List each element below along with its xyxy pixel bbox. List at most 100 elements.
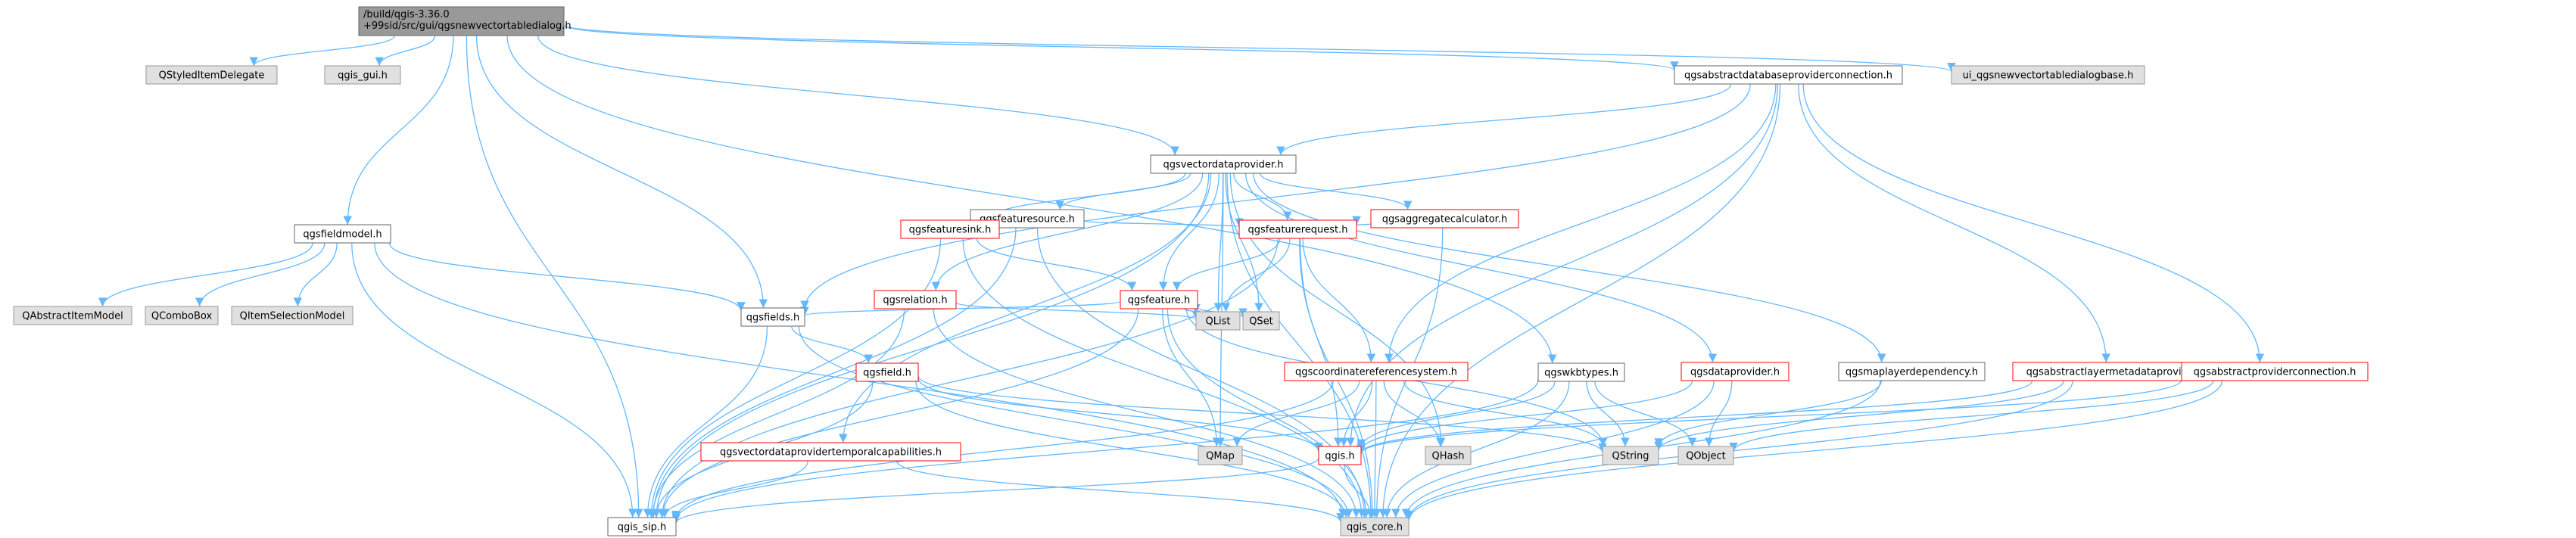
node-qgscoordinatereferencesystem[interactable]: qgscoordinatereferencesystem.h: [1284, 362, 1469, 381]
edge-qgsfieldmodel-to-qgsfields: [388, 242, 746, 312]
edge-qgsaggregatecalculator-to-qgsfeaturerequest: [1352, 216, 1372, 226]
node-qcombobox: QComboBox: [145, 306, 219, 325]
node-box-qgis: [1318, 446, 1362, 465]
node-label-root: /build/qgis-3.36.0: [363, 9, 450, 20]
node-qgsvectordataprovider[interactable]: qgsvectordataprovider.h: [1150, 154, 1297, 174]
edge-qgsfeaturesource-to-qgis_sip: [649, 227, 1017, 518]
node-box-qgscoordinatereferencesystem: [1284, 362, 1469, 381]
node-qgsrelation[interactable]: qgsrelation.h: [874, 290, 957, 309]
edge-qgsabstractlayermetadataprovider-to-qstring: [1654, 380, 2064, 451]
edge-qgsfieldmodel-to-qabstractitemmodel: [98, 242, 313, 307]
edge-qgsfeature-to-qgsfields: [800, 300, 1121, 316]
node-label-qgsvectordataprovider: qgsvectordataprovider.h: [1163, 160, 1284, 171]
node-box-qgsvectordataprovider: [1150, 154, 1297, 174]
edge-qgsabstractdatabaseproviderconnection-to-qgsabstractproviderconnection: [1802, 83, 2265, 363]
node-qmap: QMap: [1198, 446, 1243, 465]
node-box-qmap: [1198, 446, 1243, 465]
edge-qgsvectordataprovider-to-qgis_core: [1226, 173, 1375, 518]
edge-root-to-qgsabstractdatabaseproviderconnection: [563, 24, 1679, 71]
node-qgsfeature[interactable]: qgsfeature.h: [1120, 290, 1198, 309]
edge-qgsvectordataprovider-to-qset: [1225, 173, 1263, 313]
edge-qgsfeature-to-qgis_sip: [658, 308, 1139, 518]
node-ui_qgsnewvectortabledialogbase: ui_qgsnewvectortabledialogbase.h: [1951, 65, 2145, 85]
node-qstring: QString: [1602, 446, 1659, 465]
node-label-qcombobox: QComboBox: [151, 311, 213, 322]
node-qgis_core: qgis_core.h: [1340, 517, 1409, 536]
edge-qgsfeaturerequest-to-qgsfeature: [1172, 238, 1281, 291]
node-qgsfeaturesink[interactable]: qgsfeaturesink.h: [900, 219, 1000, 239]
node-label-qgsfeaturesink: qgsfeaturesink.h: [909, 225, 992, 236]
node-label-qgis: qgis.h: [1325, 451, 1354, 462]
edge-qgsdataprovider-to-qobject: [1704, 380, 1733, 447]
node-box-ui_qgsnewvectortabledialogbase: [1951, 65, 2145, 85]
node-qgsmaplayerdependency[interactable]: qgsmaplayerdependency.h: [1838, 362, 1986, 381]
edge-qgsfeaturesource-to-qgsfeaturerequest: [1083, 217, 1244, 228]
edge-qgsfeature-to-qgis_core: [1167, 308, 1371, 518]
edge-qgsfield-to-qgis_core: [915, 381, 1350, 518]
node-box-qgis_sip: [607, 517, 677, 536]
edge-qgsabstractdatabaseproviderconnection-to-qgsabstractlayermetadataprovider: [1798, 83, 2111, 363]
edge-qgsfieldmodel-to-qitemselectionmodel: [293, 242, 338, 307]
edge-qgsfeaturerequest-to-qgscoordinatereferencesystem: [1302, 238, 1376, 363]
node-qgis[interactable]: qgis.h: [1318, 446, 1362, 465]
edge-qgswkbtypes-to-qgis_core: [1382, 381, 1570, 518]
node-qgsabstractproviderconnection[interactable]: qgsabstractproviderconnection.h: [2181, 362, 2369, 381]
node-label-qgsrelation: qgsrelation.h: [883, 295, 947, 306]
node-qgis_sip[interactable]: qgis_sip.h: [607, 517, 677, 536]
node-label-qhash: QHash: [1432, 451, 1465, 462]
node-label-qset: QSet: [1249, 316, 1273, 328]
node-box-qgsabstractproviderconnection: [2181, 362, 2369, 381]
edge-qgsfields-to-qgis_core: [798, 325, 1353, 518]
node-qgsfieldmodel[interactable]: qgsfieldmodel.h: [294, 224, 391, 244]
node-qgsaggregatecalculator[interactable]: qgsaggregatecalculator.h: [1370, 209, 1519, 229]
node-box-qgsfields: [740, 307, 805, 327]
node-qgswkbtypes[interactable]: qgswkbtypes.h: [1537, 362, 1625, 382]
node-qgsfeaturerequest[interactable]: qgsfeaturerequest.h: [1238, 219, 1357, 239]
edge-qgsfeaturesink-to-qgis_core: [962, 238, 1366, 518]
node-box-qgis_gui: [324, 65, 401, 85]
edge-qgsabstractdatabaseproviderconnection-to-qgscoordinatereferencesystem: [1384, 83, 1777, 363]
edge-qgsabstractdatabaseproviderconnection-to-qgis_core: [1378, 83, 1781, 518]
edge-qgsvectordataprovider-to-qgsaggregatecalculator: [1260, 173, 1413, 210]
node-box-qabstractitemmodel: [13, 306, 132, 325]
edge-qgsrelation-to-qgis_sip: [648, 308, 905, 518]
edge-qgsmaplayerdependency-to-qstring: [1654, 380, 1882, 448]
node-box-qstyleditemdelegate: [145, 65, 278, 85]
edge-qgsvectordataprovidertemporalcapabilities-to-qgis_core: [896, 460, 1345, 523]
node-label-qmap: QMap: [1206, 451, 1235, 462]
node-qgsdataprovider[interactable]: qgsdataprovider.h: [1680, 362, 1789, 381]
node-qgsabstractdatabaseproviderconnection[interactable]: qgsabstractdatabaseproviderconnection.h: [1674, 65, 1903, 85]
edge-qgsabstractdatabaseproviderconnection-to-qgis: [1346, 83, 1779, 447]
node-label-root: +99sid/src/gui/qgsnewvectortabledialog.h: [363, 20, 572, 32]
edge-qgsfield-to-qstring: [917, 375, 1607, 453]
node-label-qgsfeature: qgsfeature.h: [1128, 295, 1191, 306]
edge-qgsfeature-to-qmap: [1162, 308, 1222, 447]
node-label-qlist: QList: [1206, 316, 1231, 328]
dependency-nodes: /build/qgis-3.36.0+99sid/src/gui/qgsnewv…: [13, 6, 2369, 536]
edge-qgsrelation-to-qgis_core: [933, 308, 1361, 518]
edge-qgswkbtypes-to-qstring: [1586, 381, 1630, 447]
node-box-qgis_core: [1340, 517, 1409, 536]
node-qgsfield[interactable]: qgsfield.h: [855, 362, 919, 382]
node-root[interactable]: /build/qgis-3.36.0+99sid/src/gui/qgsnewv…: [358, 6, 572, 36]
node-label-qstyleditemdelegate: QStyledItemDelegate: [159, 70, 265, 82]
edge-qgsabstractlayermetadataprovider-to-qgis_core: [1404, 380, 2073, 520]
edge-qgsfeaturerequest-to-qgis: [1299, 238, 1343, 447]
edge-qgsabstractdatabaseproviderconnection-to-qgsfields: [800, 83, 1751, 309]
edge-qgsfield-to-qgis: [917, 378, 1323, 452]
edge-qgscoordinatereferencesystem-to-qgis_sip: [671, 380, 1334, 520]
node-qgsvectordataprovidertemporalcapabilities[interactable]: qgsvectordataprovidertemporalcapabilitie…: [700, 442, 961, 462]
edge-qgsabstractdatabaseproviderconnection-to-qgsvectordataprovider: [1276, 83, 1732, 156]
node-label-qgis_gui: qgis_gui.h: [338, 70, 388, 82]
node-qgsfields[interactable]: qgsfields.h: [740, 307, 805, 327]
node-label-qgsfeaturesource: qgsfeaturesource.h: [980, 214, 1075, 225]
node-box-qitemselectionmodel: [231, 306, 354, 325]
edge-qgsvectordataprovidertemporalcapabilities-to-qgis_sip: [660, 460, 808, 518]
node-qstyleditemdelegate: QStyledItemDelegate: [145, 65, 278, 85]
edge-root-to-qgis_gui: [375, 35, 436, 67]
edge-qgscoordinatereferencesystem-to-qstring: [1403, 380, 1608, 447]
node-qabstractitemmodel: QAbstractItemModel: [13, 306, 132, 325]
node-label-qgsfieldmodel: qgsfieldmodel.h: [303, 229, 382, 241]
edge-qgsabstractproviderconnection-to-qobject: [1729, 380, 2214, 452]
edge-qgsabstractlayermetadataprovider-to-qgis: [1357, 380, 2033, 454]
